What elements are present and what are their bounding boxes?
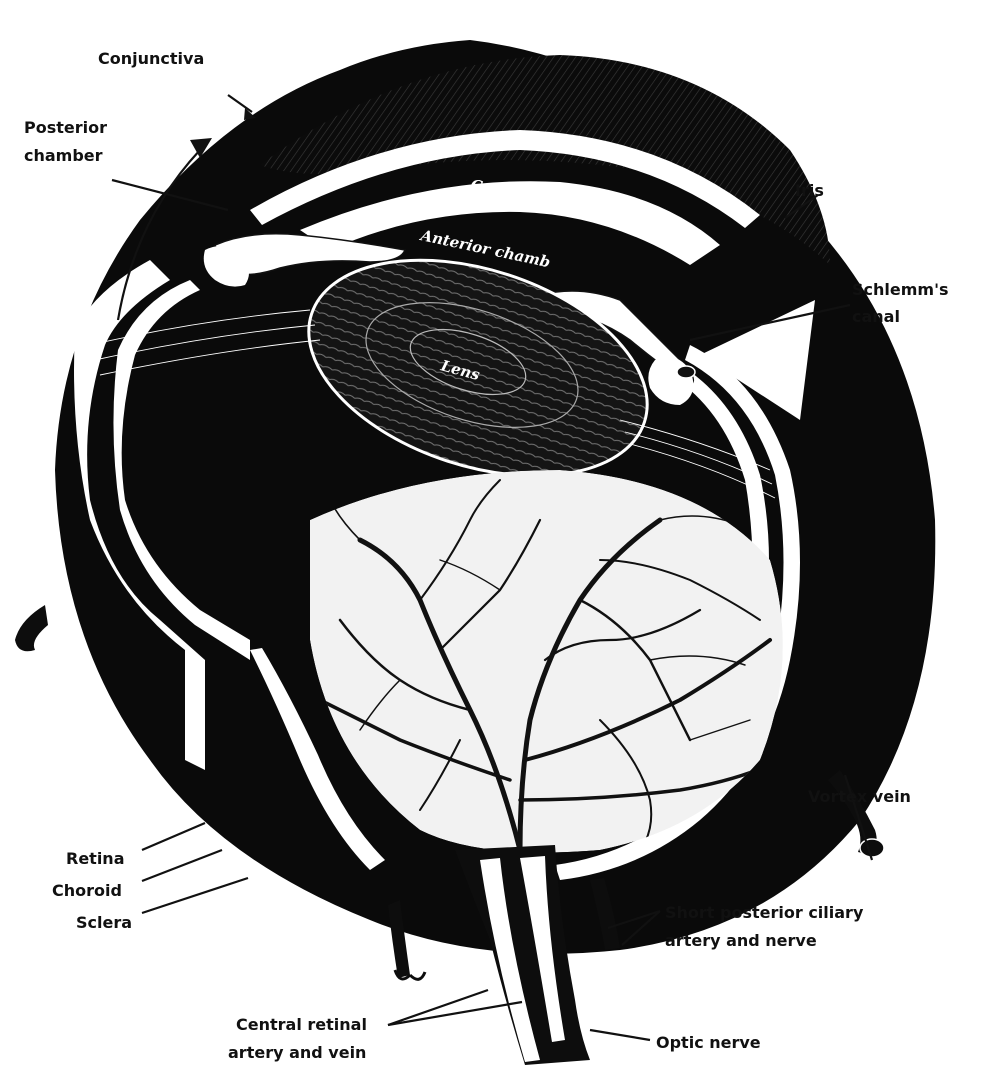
label-short-posterior-ciliary-2: artery and nerve [665,931,817,950]
label-vortex-vein: Vortex vein [808,787,911,806]
label-posterior-chamber-1: Posterior [24,118,107,137]
label-posterior-chamber-2: chamber [24,146,103,165]
schlemms-canal-shape [677,366,695,378]
label-optic-nerve: Optic nerve [656,1033,761,1052]
label-iris: Iris [795,181,824,200]
label-central-retinal-2: artery and vein [228,1043,366,1062]
label-short-posterior-ciliary-1: Short posterior ciliary [665,903,864,922]
label-conjunctiva: Conjunctiva [98,49,204,68]
label-retina: Retina [66,849,125,868]
artist-credit: E. Bohlman Patten [88,718,122,790]
label-choroid: Choroid [52,881,122,900]
label-schlemms-canal-2: canal [852,307,900,326]
label-central-retinal-1: Central retinal [236,1015,367,1034]
label-schlemms-canal-1: Schlemm's [852,280,949,299]
label-sclera: Sclera [76,913,132,932]
